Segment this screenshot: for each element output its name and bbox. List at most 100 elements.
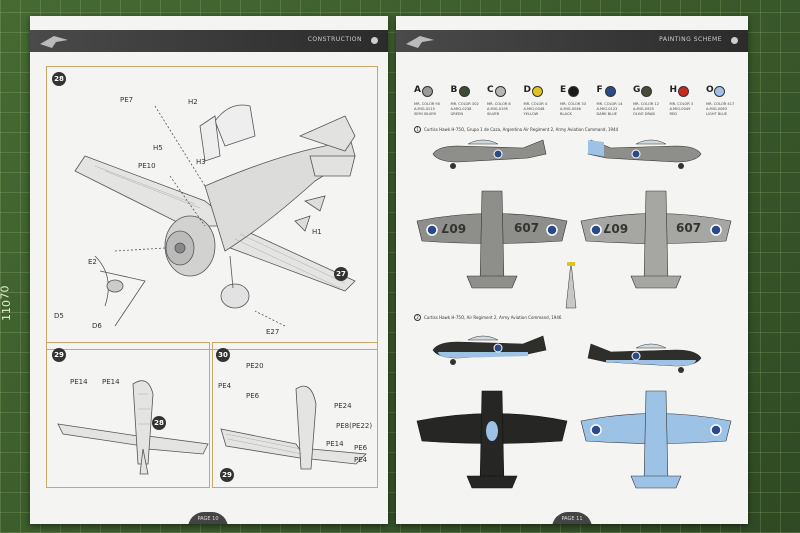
swatch-paint-code: MR. COLOR 33: [560, 102, 587, 106]
scheme-1-side-view-left: [432, 139, 547, 169]
brand-logo-icon: [404, 32, 436, 50]
scheme-number-2: 2: [414, 314, 421, 321]
part-callout-PE14-a: PE14: [70, 378, 88, 386]
serial-607-bottom-b: 607: [676, 221, 702, 235]
swatch-color-name: SEMI SILVER: [414, 112, 437, 116]
serial-607-top-b: 607: [514, 221, 540, 235]
step-reference-29: 29: [220, 468, 234, 482]
page-header: PAINTING SCHEME: [396, 30, 748, 52]
swatch-mig-code: A.MIG-0925: [633, 107, 654, 111]
swatch-letter: C: [487, 85, 494, 95]
header-dot-icon: [731, 37, 738, 44]
swatch-paint-code: MR. COLOR 14: [596, 102, 623, 106]
swatch-color-dot-icon: [714, 86, 725, 97]
swatch-letter: O: [706, 85, 714, 95]
scheme-2-bottom-view: [580, 390, 732, 489]
part-callout-PE10: PE10: [138, 162, 156, 170]
swatch-paint-code: MR. COLOR 4: [523, 102, 548, 106]
swatch-color-dot-icon: [531, 86, 543, 97]
swatch-color-name: LIGHT BLUE: [706, 112, 728, 116]
step-number-29: 29: [52, 348, 66, 362]
swatch-color-name: SILVER: [487, 112, 500, 116]
swatch-paint-code: MR. COLOR 417: [706, 102, 735, 106]
aircraft-assembly-drawing: [74, 104, 356, 327]
swatch-letter: A: [414, 85, 421, 95]
swatch-color-name: RED: [669, 112, 678, 116]
serial-607-top-a: 607: [441, 221, 467, 235]
ruler-label-70: 70: [0, 285, 12, 300]
scheme-1-top-view: [416, 190, 568, 289]
swatch-letter: D: [523, 85, 531, 95]
part-callout-D6: D6: [92, 322, 102, 330]
scheme-1-side-view-right: [587, 139, 702, 169]
instruction-page-left: CONSTRUCTION 28 29 30: [30, 16, 388, 524]
swatch-color-name: OLIVE DRAB: [633, 112, 655, 116]
swatch-color-dot-icon: [495, 86, 506, 97]
tail-assembly-drawing-29: [57, 380, 209, 475]
swatch-color-dot-icon: [641, 86, 652, 97]
step-30-frame: [212, 342, 378, 488]
step-number-30: 30: [216, 348, 230, 362]
part-callout-H5: H5: [153, 144, 163, 152]
header-dot-icon: [371, 37, 378, 44]
page-number: PAGE 11: [552, 512, 592, 524]
scheme-2-side-view-right: [587, 343, 702, 373]
part-callout-H3: H3: [196, 158, 206, 166]
swatch-color-name: BLACK: [560, 112, 572, 116]
scheme-2-side-view-left: [432, 335, 547, 365]
swatch-color-name: GREEN: [450, 112, 464, 116]
part-callout-PE7: PE7: [120, 96, 134, 104]
swatch-letter: G: [633, 85, 641, 95]
swatch-mig-code: A.MIG-0215: [414, 107, 435, 111]
ruler-label-110: 110: [0, 300, 13, 321]
part-callout-PE6-b: PE6: [354, 444, 368, 452]
part-callout-PE4-b: PE4: [354, 456, 368, 464]
step-29-frame: [46, 342, 210, 488]
part-callout-H1: H1: [312, 228, 322, 236]
swatch-color-dot-icon: [422, 86, 433, 97]
step-reference-28: 28: [152, 416, 166, 430]
swatch-mig-code: A.MIG-0049: [669, 107, 691, 111]
part-callout-PE14: PE14: [326, 440, 344, 448]
swatch-paint-code: MR. COLOR 90: [414, 102, 441, 106]
swatch-color-name: YELLOW: [523, 112, 539, 116]
part-callout-PE20: PE20: [246, 362, 264, 370]
swatch-paint-code: MR. COLOR 8: [487, 102, 511, 106]
swatch-mig-code: A.MIG-0238: [450, 107, 472, 111]
step-reference-27: 27: [334, 267, 348, 281]
swatch-mig-code: A.MIG-0046: [560, 107, 581, 111]
swatch-color-dot-icon: [568, 86, 579, 97]
brand-logo-icon: [38, 32, 70, 50]
swatch-mig-code: A.MIG-0123: [596, 107, 618, 111]
part-callout-E2: E2: [88, 258, 97, 266]
header-title: CONSTRUCTION: [307, 36, 362, 43]
header-title: PAINTING SCHEME: [659, 36, 722, 43]
part-callout-E27: E27: [266, 328, 280, 336]
page-header: CONSTRUCTION: [30, 30, 388, 52]
scheme-2-top-view: [416, 390, 568, 489]
scheme-1-bottom-view: [580, 190, 732, 289]
part-callout-PE24: PE24: [334, 402, 352, 410]
swatch-color-name: DARK BLUE: [596, 112, 617, 116]
swatch-letter: F: [596, 85, 603, 95]
part-callout-PE4-a: PE4: [218, 382, 232, 390]
swatch-color-dot-icon: [677, 86, 689, 97]
scheme-number-1: 1: [414, 126, 421, 133]
swatch-paint-code: MR. COLOR 3: [669, 102, 694, 106]
swatch-mig-code: A.MIG-0195: [487, 107, 508, 111]
step-number-28: 28: [52, 72, 66, 86]
propeller-detail: [565, 261, 577, 309]
swatch-paint-code: MR. COLOR 12: [633, 102, 660, 106]
swatch-color-dot-icon: [604, 86, 616, 97]
swatch-color-dot-icon: [458, 86, 470, 97]
part-callout-PE14-b: PE14: [102, 378, 120, 386]
tail-assembly-drawing-30: [220, 385, 367, 470]
part-callout-D5: D5: [54, 312, 64, 320]
serial-607-bottom-a: 607: [603, 221, 629, 235]
swatch-letter: B: [450, 85, 458, 95]
swatch-paint-code: MR. COLOR 302: [450, 102, 479, 106]
